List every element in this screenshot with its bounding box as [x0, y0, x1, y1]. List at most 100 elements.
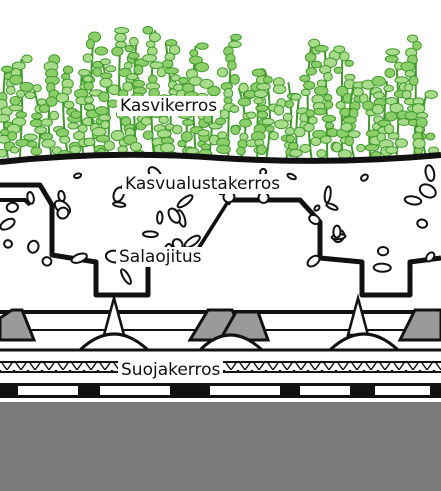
leaf [78, 69, 89, 75]
pebble [176, 193, 194, 209]
leaf [343, 117, 356, 124]
pebble [404, 195, 422, 205]
pebble [378, 247, 388, 256]
leaf [41, 133, 53, 140]
leaf [334, 67, 343, 73]
leaf [50, 111, 59, 120]
leaf [86, 39, 94, 48]
leaf [143, 54, 157, 61]
leaf [386, 147, 398, 154]
pebble [119, 268, 132, 285]
leaf [141, 117, 151, 125]
leaf [56, 129, 68, 137]
leaf [231, 125, 240, 134]
leaf [16, 112, 27, 118]
leaf [35, 127, 47, 134]
pebble [324, 186, 332, 203]
leaf [208, 86, 220, 96]
leaf [32, 113, 42, 119]
leaf [217, 145, 231, 153]
leaf [286, 135, 294, 142]
leaf [321, 136, 332, 144]
leaf [306, 68, 316, 75]
leaf [198, 130, 210, 136]
leaf [314, 108, 326, 114]
leaf [101, 59, 111, 65]
leaf [195, 62, 208, 71]
leaf [314, 86, 328, 95]
leaf [24, 134, 37, 140]
leaf [365, 144, 379, 150]
leaf [85, 104, 95, 110]
leaf [85, 97, 94, 104]
leaf [149, 33, 160, 42]
leaf [39, 105, 49, 113]
leaf [2, 66, 13, 72]
leaf [357, 144, 365, 151]
pebble [313, 204, 320, 211]
leaf [148, 75, 157, 83]
pebble [74, 173, 82, 179]
leaf [426, 133, 435, 140]
leaf [99, 115, 111, 121]
pebble [143, 231, 158, 237]
leaf [127, 74, 138, 80]
leaf [161, 143, 175, 153]
leaf [157, 130, 171, 138]
leaf [83, 76, 92, 82]
pebble [0, 217, 16, 232]
leaf [300, 75, 310, 82]
leaf [385, 124, 394, 133]
leaf [17, 90, 25, 97]
leaf [252, 69, 265, 76]
leaf [217, 68, 227, 77]
leaf [173, 125, 183, 134]
leaf [285, 100, 293, 108]
leaf [304, 123, 314, 131]
leaf [325, 122, 334, 129]
leaf [9, 105, 23, 111]
leaf [0, 149, 7, 157]
layer-label-protection: Suojakerros [118, 360, 223, 380]
leaf [178, 140, 186, 146]
leaf [70, 146, 81, 154]
leaf [254, 90, 267, 98]
layer-label-plants: Kasvikerros [117, 96, 220, 116]
leaf [130, 37, 139, 46]
leaf [95, 107, 108, 115]
leaf [345, 136, 353, 145]
leaf [254, 98, 263, 104]
leaf [41, 119, 52, 126]
leaf [63, 66, 73, 74]
leaf [311, 61, 321, 68]
leaf [10, 147, 18, 153]
leaf [183, 120, 195, 126]
leaf [324, 72, 333, 81]
vegetation-layer [0, 26, 438, 158]
leaf [238, 98, 251, 106]
leaf [324, 94, 332, 101]
leaf [46, 97, 57, 107]
leaf [322, 115, 336, 122]
leaf [146, 41, 155, 47]
leaf [33, 85, 41, 92]
leaf [84, 82, 94, 90]
leaf [395, 77, 408, 84]
leaf [246, 112, 255, 118]
leaf [315, 45, 328, 51]
leaf [301, 89, 310, 95]
pebble [333, 226, 340, 238]
leaf [106, 66, 116, 72]
leaf [130, 142, 141, 151]
leaf [257, 145, 267, 155]
leaf [324, 101, 332, 109]
leaf [374, 92, 385, 99]
leaf [305, 53, 315, 62]
leaf [25, 92, 35, 99]
pebble [424, 164, 436, 181]
leaf [128, 53, 139, 59]
pebble [360, 173, 369, 182]
leaf [386, 49, 400, 56]
leaf [92, 127, 106, 135]
leaf [22, 55, 32, 63]
